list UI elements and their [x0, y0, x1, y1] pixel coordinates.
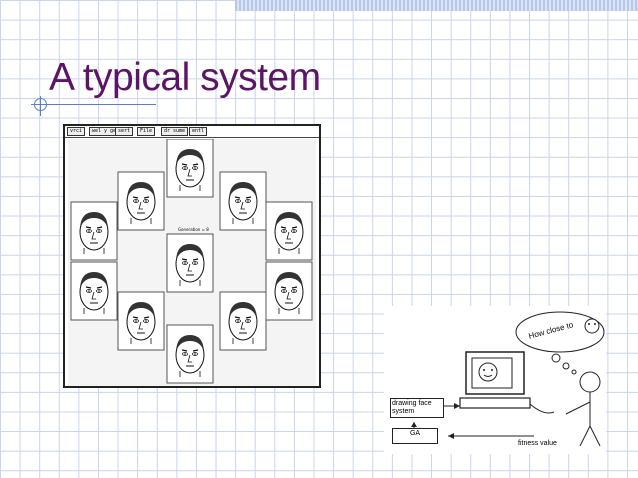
- title-underline: [31, 104, 156, 105]
- face-0: [166, 138, 214, 198]
- face-1: [219, 171, 267, 231]
- fitness-value-label: fitness value: [518, 440, 557, 447]
- face-9: [117, 171, 165, 231]
- face-3: [265, 261, 313, 321]
- face-6: [117, 291, 165, 351]
- face-center: [166, 233, 214, 293]
- slide-title: A typical system: [49, 56, 321, 99]
- face-grid: Generation = 8: [68, 138, 316, 386]
- face-7: [70, 261, 118, 321]
- top-decoration-bar: [235, 0, 638, 11]
- face-2: [265, 201, 313, 261]
- face-system-screenshot: vrci wel y ge sert File dr sume entl: [63, 124, 321, 388]
- menu-item: vrci: [67, 127, 86, 136]
- face-5: [166, 324, 214, 384]
- menu-item: dr sume: [161, 127, 189, 136]
- face-8: [70, 201, 118, 261]
- menu-item: entl: [189, 127, 208, 136]
- illustration-svg: [411, 311, 605, 447]
- face-4: [219, 291, 267, 351]
- title-circle-decoration: [34, 98, 47, 111]
- screenshot-menubar: vrci wel y ge sert File dr sume entl: [65, 126, 319, 138]
- drawing-face-system-box: drawing face system: [390, 398, 444, 418]
- menu-item: File: [137, 127, 156, 136]
- ga-box: GA: [392, 428, 438, 444]
- face-grid-svg: [70, 138, 313, 384]
- system-illustration: drawing face system GA How close to fitn…: [384, 306, 606, 454]
- generation-label: Generation = 8: [178, 227, 209, 232]
- menu-item: sert: [115, 127, 134, 136]
